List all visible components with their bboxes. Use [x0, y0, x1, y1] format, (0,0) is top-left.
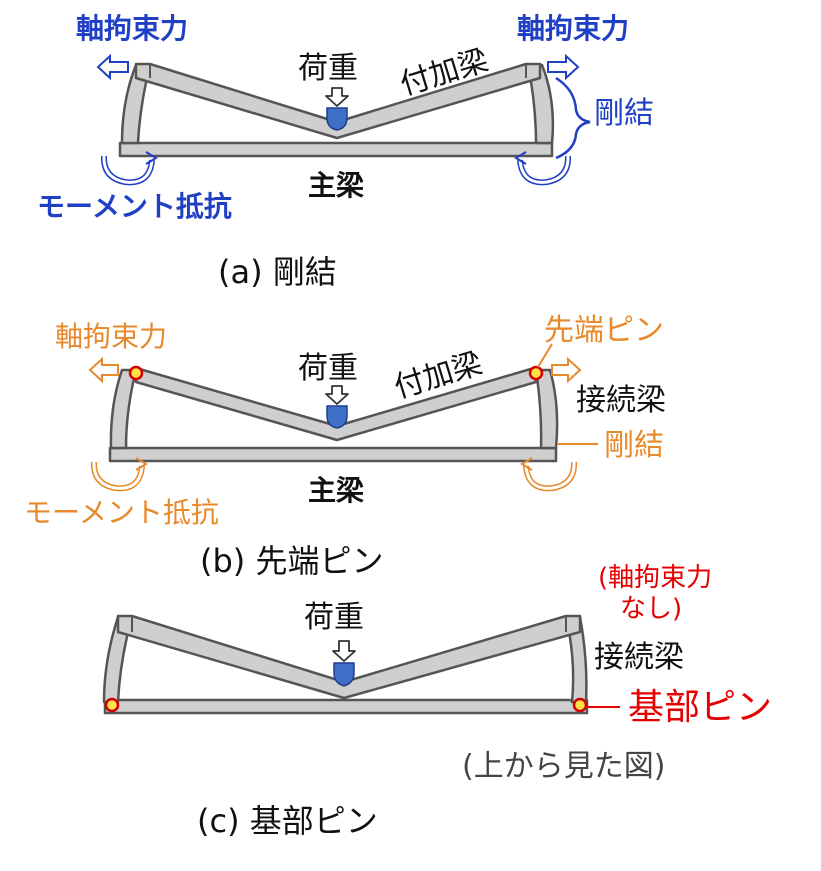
rigid-bracket-a: [555, 76, 591, 160]
caption-b: (b) 先端ピン: [200, 542, 383, 580]
view-note-c: (上から見た図): [462, 749, 665, 784]
rigid-label-a: 剛結: [594, 96, 654, 131]
base-pin-label-c: 基部ピン: [628, 687, 772, 728]
moment-arrowhead-left-b: [135, 457, 148, 471]
connecting-beam-right-a: [526, 63, 555, 145]
panel-c: (軸拘束力 なし) 荷重 接続梁 基部ピン (上から見た図) (c) 基部ピン: [102, 563, 772, 840]
base-pin-right-c: [572, 697, 588, 713]
moment-label-b: モーメント抵抗: [24, 496, 219, 529]
axial-arrow-right-b: [551, 356, 582, 384]
axial-force-label-left-b: 軸拘束力: [55, 320, 167, 353]
connecting-beam-label-c: 接続梁: [594, 640, 684, 675]
load-arrow-c: [332, 640, 356, 662]
base-pin-left-c: [104, 697, 120, 713]
main-beam-b: [108, 446, 558, 463]
moment-arc-right-inner-b: [524, 461, 576, 490]
load-label-b: 荷重: [298, 351, 358, 386]
rigid-label-b: 剛結: [604, 428, 664, 463]
load-label-c: 荷重: [304, 600, 364, 635]
moment-arrowhead-right-b: [520, 457, 533, 471]
moment-arrowhead-right-a: [514, 151, 527, 165]
load-label-a: 荷重: [298, 51, 358, 86]
panel-b: 軸拘束力 先端ピン 荷重 付加梁 接続梁 剛結 主梁 モーメント抵抗 (b) 先…: [24, 313, 666, 580]
load-arrow-a: [325, 87, 349, 107]
no-axial-label-line1-c: (軸拘束力: [598, 563, 712, 593]
load-block-b: [326, 405, 348, 429]
axial-arrow-left-a: [96, 53, 129, 81]
tip-pin-right-b: [528, 365, 544, 381]
axial-force-label-left-a: 軸拘束力: [76, 12, 188, 45]
moment-arrowhead-left-a: [145, 151, 158, 165]
caption-c: (c) 基部ピン: [197, 802, 378, 840]
load-arrow-b: [325, 385, 349, 405]
moment-arc-left-inner-a: [102, 155, 154, 184]
moment-label-a: モーメント抵抗: [37, 190, 232, 223]
axial-arrow-left-b: [88, 356, 119, 384]
connecting-beam-left-b: [109, 368, 138, 450]
panel-a: 軸拘束力 軸拘束力 荷重 付加梁 剛結 主梁 モーメント抵抗 (a) 剛結: [37, 12, 654, 291]
connecting-beam-right-b: [534, 368, 559, 450]
main-beam-label-a: 主梁: [308, 169, 364, 202]
axial-arrow-right-a: [547, 53, 580, 81]
caption-a: (a) 剛結: [218, 253, 337, 291]
moment-arc-right-inner-a: [518, 155, 570, 184]
no-axial-label-line2-c: なし): [620, 594, 682, 624]
connecting-beam-left-a: [120, 63, 152, 145]
connecting-beam-label-b: 接続梁: [576, 383, 666, 418]
load-block-a: [326, 107, 348, 131]
main-beam-label-b: 主梁: [308, 474, 364, 507]
main-beam-c: [103, 698, 589, 715]
tip-pin-label-b: 先端ピン: [544, 313, 664, 348]
moment-arc-left-inner-b: [92, 461, 144, 490]
main-beam-a: [118, 141, 554, 158]
axial-force-label-right-a: 軸拘束力: [517, 12, 629, 45]
tip-pin-left-b: [128, 365, 144, 381]
tip-pin-leader-b: [537, 343, 553, 368]
load-block-c: [333, 662, 355, 687]
